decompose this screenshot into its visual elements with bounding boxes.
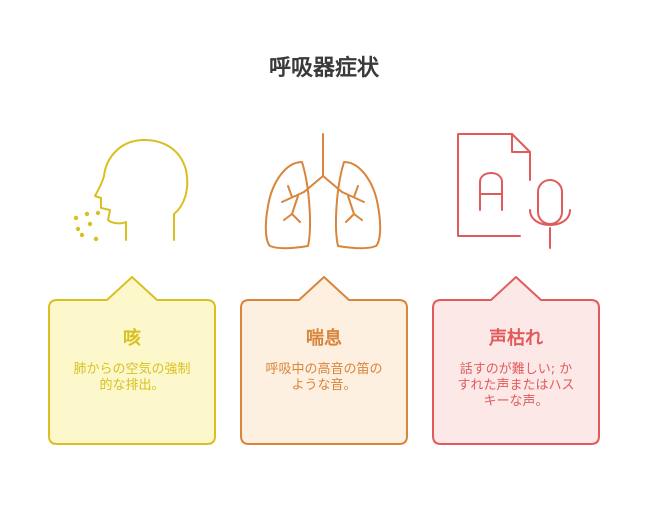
symptom-card-wheezing: 喘息 呼吸中の高音の笛の ような音。 xyxy=(239,276,409,446)
card-description: 肺からの空気の強制 的な排出。 xyxy=(73,362,191,393)
card-title: 咳 xyxy=(123,328,141,349)
card-title: 喘息 xyxy=(306,328,342,349)
card-outline xyxy=(48,276,216,445)
diagram-title: 呼吸器症状 xyxy=(268,56,379,81)
card-outline xyxy=(240,276,408,445)
card-description: 呼吸中の高音の笛の ような音。 xyxy=(265,362,383,393)
card-outline xyxy=(432,276,600,445)
symptom-card-cough: 咳 肺からの空気の強制 的な排出。 xyxy=(47,276,217,446)
lungs-icon xyxy=(264,133,382,250)
voice-document-microphone-icon xyxy=(457,133,571,249)
card-title: 声枯れ xyxy=(489,328,543,349)
symptom-card-hoarseness: 声枯れ 話すのが難しい; か すれた声またはハス キーな声。 xyxy=(431,276,601,446)
card-description: 話すのが難しい; か すれた声またはハス キーな声。 xyxy=(457,362,575,409)
coughing-head-icon xyxy=(73,139,189,242)
